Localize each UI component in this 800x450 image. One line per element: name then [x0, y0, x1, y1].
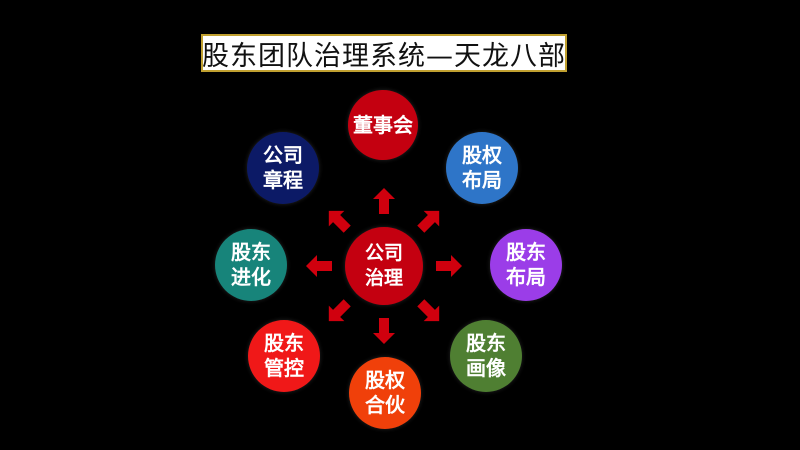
arrow-down-icon — [373, 318, 395, 344]
node-label: 股权 合伙 — [365, 368, 405, 417]
title-box: 股东团队治理系统—天龙八部 — [201, 34, 567, 72]
node-gudong-jinhua: 股东 进化 — [215, 229, 287, 301]
node-gudong-buju: 股东 布局 — [490, 229, 562, 301]
node-label: 公司 章程 — [263, 143, 303, 192]
node-label: 股权 布局 — [462, 143, 502, 192]
node-label: 股东 进化 — [231, 240, 271, 289]
node-gudong-guankong: 股东 管控 — [248, 320, 320, 392]
node-label: 股东 布局 — [506, 240, 546, 289]
arrow-up-left-icon — [328, 210, 351, 233]
arrow-up-right-icon — [417, 210, 440, 233]
node-dongshihui: 董事会 — [348, 90, 418, 160]
center-node-label: 公司 治理 — [364, 242, 403, 289]
center-node-gongsi-zhili: 公司 治理 — [345, 227, 423, 305]
node-label: 股东 画像 — [466, 331, 506, 380]
node-guquan-hehuo: 股权 合伙 — [349, 357, 421, 429]
arrow-up-icon — [373, 188, 395, 214]
arrow-left-icon — [306, 255, 332, 277]
arrow-down-left-icon — [328, 299, 351, 322]
node-gongsi-zhangcheng: 公司 章程 — [247, 132, 319, 204]
diagram-title: 股东团队治理系统—天龙八部 — [202, 40, 566, 72]
arrow-down-right-icon — [417, 299, 440, 322]
node-gudong-huaxiang: 股东 画像 — [450, 320, 522, 392]
node-label: 股东 管控 — [264, 331, 304, 380]
node-label: 董事会 — [353, 112, 413, 137]
node-guquan-buju: 股权 布局 — [446, 132, 518, 204]
arrow-right-icon — [436, 255, 462, 277]
